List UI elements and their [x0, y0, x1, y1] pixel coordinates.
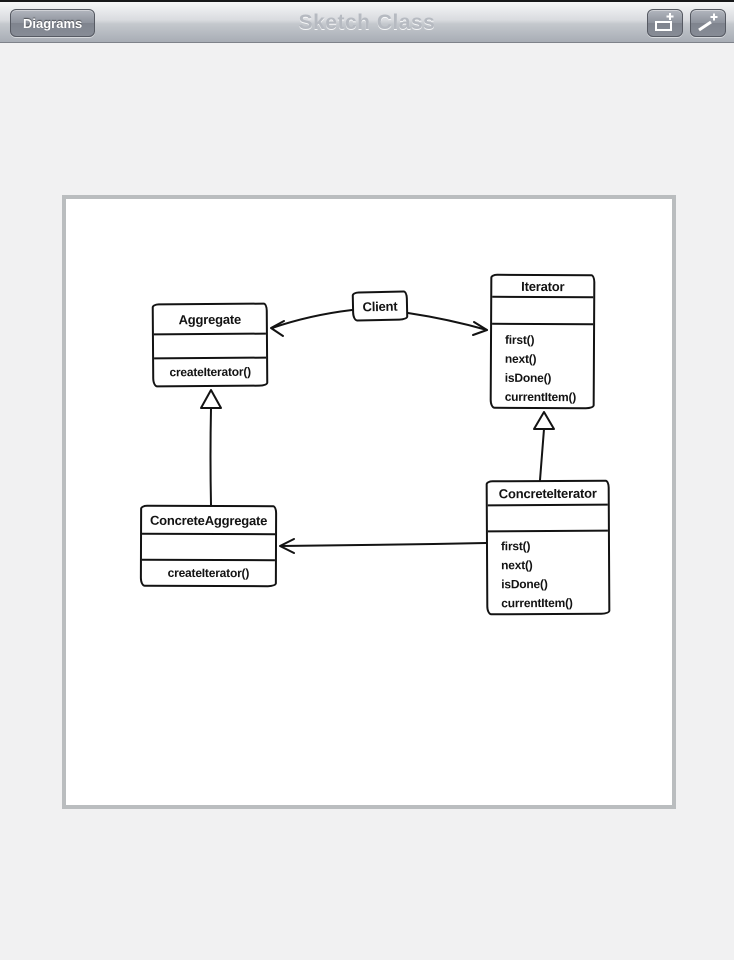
relation-client-aggregate[interactable] — [270, 309, 353, 337]
attributes-compartment — [487, 503, 608, 531]
class-box-client[interactable]: Client — [351, 290, 409, 322]
method-item: isDone() — [504, 370, 552, 386]
add-line-button[interactable] — [690, 9, 726, 37]
relation-client-iterator[interactable] — [407, 312, 488, 336]
method-item: isDone() — [501, 577, 548, 592]
diagrams-back-button[interactable]: Diagrams — [10, 9, 96, 37]
methods-compartment: createIterator() — [154, 356, 267, 386]
method-item: currentItem() — [504, 389, 577, 405]
method-item: first() — [500, 539, 531, 554]
add-class-button[interactable] — [647, 9, 683, 37]
attributes-compartment — [141, 532, 276, 560]
methods-compartment: first() next() isDone() currentItem() — [487, 529, 609, 614]
class-box-concrete-aggregate[interactable]: ConcreteAggregate createIterator() — [139, 504, 278, 588]
toolbar: Diagrams Sketch Class — [0, 2, 734, 43]
class-box-concrete-iterator[interactable]: ConcreteIterator first() next() isDone()… — [485, 479, 611, 616]
relation-concreteiterator-iterator[interactable] — [533, 411, 555, 481]
diagram-page[interactable]: Aggregate createIterator() Client Iterat… — [62, 195, 676, 809]
class-name: Client — [362, 298, 398, 314]
class-name: ConcreteAggregate — [149, 512, 268, 528]
class-name: ConcreteIterator — [498, 485, 597, 501]
attributes-compartment — [153, 332, 267, 358]
diagrams-back-button-label: Diagrams — [23, 15, 83, 31]
relation-concreteaggregate-aggregate[interactable] — [200, 389, 222, 506]
screen-top-edge — [0, 0, 734, 2]
add-line-icon — [696, 12, 720, 34]
methods-compartment: createIterator() — [141, 558, 275, 586]
class-box-iterator[interactable]: Iterator first() next() isDone() current… — [489, 273, 596, 410]
class-box-aggregate[interactable]: Aggregate createIterator() — [151, 302, 269, 388]
add-class-icon — [653, 12, 677, 34]
class-name: Aggregate — [178, 311, 242, 327]
diagram-connectors — [200, 309, 555, 554]
method-item: createIterator() — [167, 565, 250, 581]
method-item: createIterator() — [169, 364, 251, 380]
diagram-canvas[interactable]: Aggregate createIterator() Client Iterat… — [66, 199, 672, 805]
relation-concreteiterator-concreteaggregate[interactable] — [279, 538, 487, 554]
method-item: next() — [501, 558, 533, 573]
method-item: first() — [504, 332, 535, 347]
method-item: next() — [504, 351, 537, 366]
class-name: Iterator — [521, 278, 565, 294]
method-item: currentItem() — [501, 595, 573, 611]
methods-compartment: first() next() isDone() currentItem() — [491, 322, 594, 408]
attributes-compartment — [492, 295, 594, 324]
page-title: Sketch Class — [298, 11, 436, 34]
